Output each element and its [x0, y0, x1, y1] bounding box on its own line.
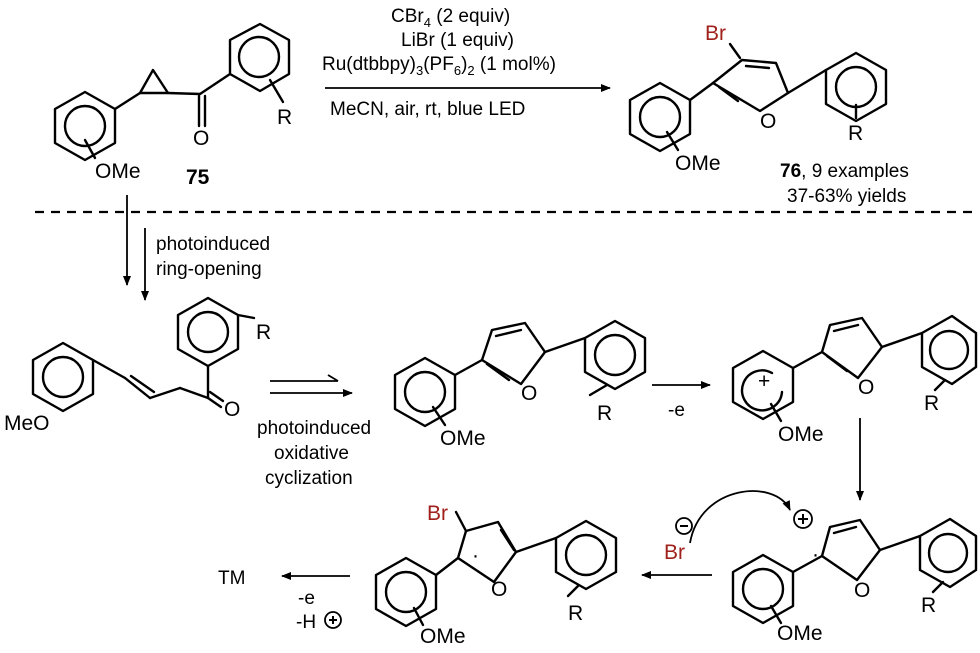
- condition-solvent: MeCN, air, rt, blue LED: [330, 99, 525, 120]
- methoxy-label: OMe: [440, 427, 486, 450]
- cyclization-label-1: photoinduced: [257, 418, 371, 439]
- aryl-substituent-r-label: R: [568, 602, 583, 625]
- target-molecule-label: TM: [218, 568, 245, 589]
- aryl-substituent-r-label: R: [921, 594, 936, 617]
- final-step: -e -H TM: [218, 568, 350, 633]
- oxidation-label: -e: [668, 400, 685, 421]
- aryl-substituent-r-label: R: [597, 402, 612, 425]
- furan-oxygen-label: O: [760, 110, 776, 133]
- bromide-label: Br: [664, 541, 685, 564]
- compound-75-label: 75: [186, 166, 210, 189]
- radical-cation-intermediate: O + OMe R: [731, 314, 978, 446]
- cyclization-label-2: oxidative: [274, 443, 349, 464]
- substrate-75: O R OMe 75: [53, 22, 292, 189]
- bromine-label: Br: [705, 22, 726, 45]
- methoxy-label: OMe: [675, 152, 721, 175]
- furan-intermediate: O OMe R: [393, 319, 647, 450]
- aryl-substituent-r-label: R: [848, 122, 863, 145]
- oxidative-cyclization-step: photoinduced oxidative cyclization: [257, 374, 371, 489]
- methoxy-label: MeO: [4, 412, 50, 435]
- cyclization-label-3: cyclization: [265, 468, 353, 489]
- furan-oxygen-label: O: [858, 376, 874, 399]
- methoxy-label: OMe: [95, 160, 141, 183]
- bromo-adduct-intermediate: O · Br OMe R: [374, 502, 618, 648]
- carbonyl-oxygen-label: O: [224, 398, 240, 421]
- ring-opening-label-1: photoinduced: [156, 234, 270, 255]
- carbonyl-oxygen-label: O: [193, 127, 209, 150]
- bromine-label: Br: [427, 502, 448, 525]
- ring-opened-intermediate: MeO O R: [4, 296, 271, 435]
- condition-cbr4: CBr4 (2 equiv): [391, 6, 510, 30]
- methoxy-label: OMe: [778, 423, 824, 446]
- furan-oxygen-label: O: [854, 579, 870, 602]
- compound-76-label: 76, 9 examples: [780, 161, 909, 182]
- oxidation-step: -e: [652, 381, 711, 421]
- cation-intermediate: O · OMe R: [731, 509, 978, 645]
- top-reaction-conditions: CBr4 (2 equiv) LiBr (1 equiv) Ru(dtbbpy)…: [322, 6, 611, 120]
- bromide-attack: Br: [641, 490, 791, 579]
- aryl-substituent-r-label: R: [277, 106, 292, 129]
- ring-opening-step: photoinduced ring-opening: [123, 195, 270, 301]
- radical-dot-label: ·: [812, 543, 819, 566]
- aryl-substituent-r-label: R: [256, 321, 271, 344]
- condition-libr: LiBr (1 equiv): [401, 30, 514, 51]
- product-76: O Br OMe R 76, 9 examples 37-63% yields: [628, 22, 909, 207]
- yield-range-label: 37-63% yields: [787, 186, 906, 207]
- furan-oxygen-label: O: [521, 382, 537, 405]
- aryl-substituent-r-label: R: [924, 392, 939, 415]
- methoxy-label: OMe: [777, 622, 823, 645]
- final-deprotonation-label: -H: [296, 612, 316, 633]
- radical-cation-plus-label: +: [758, 370, 770, 393]
- ring-opening-label-2: ring-opening: [156, 259, 262, 280]
- furan-oxygen-label: O: [491, 578, 507, 601]
- radical-dot-label: ·: [472, 544, 479, 567]
- final-oxidation-label: -e: [298, 588, 315, 609]
- curved-attack-arrow: [689, 490, 791, 544]
- condition-ru-catalyst: Ru(dtbbpy)3(PF6)2 (1 mol%): [322, 54, 556, 78]
- methoxy-label: OMe: [420, 625, 466, 648]
